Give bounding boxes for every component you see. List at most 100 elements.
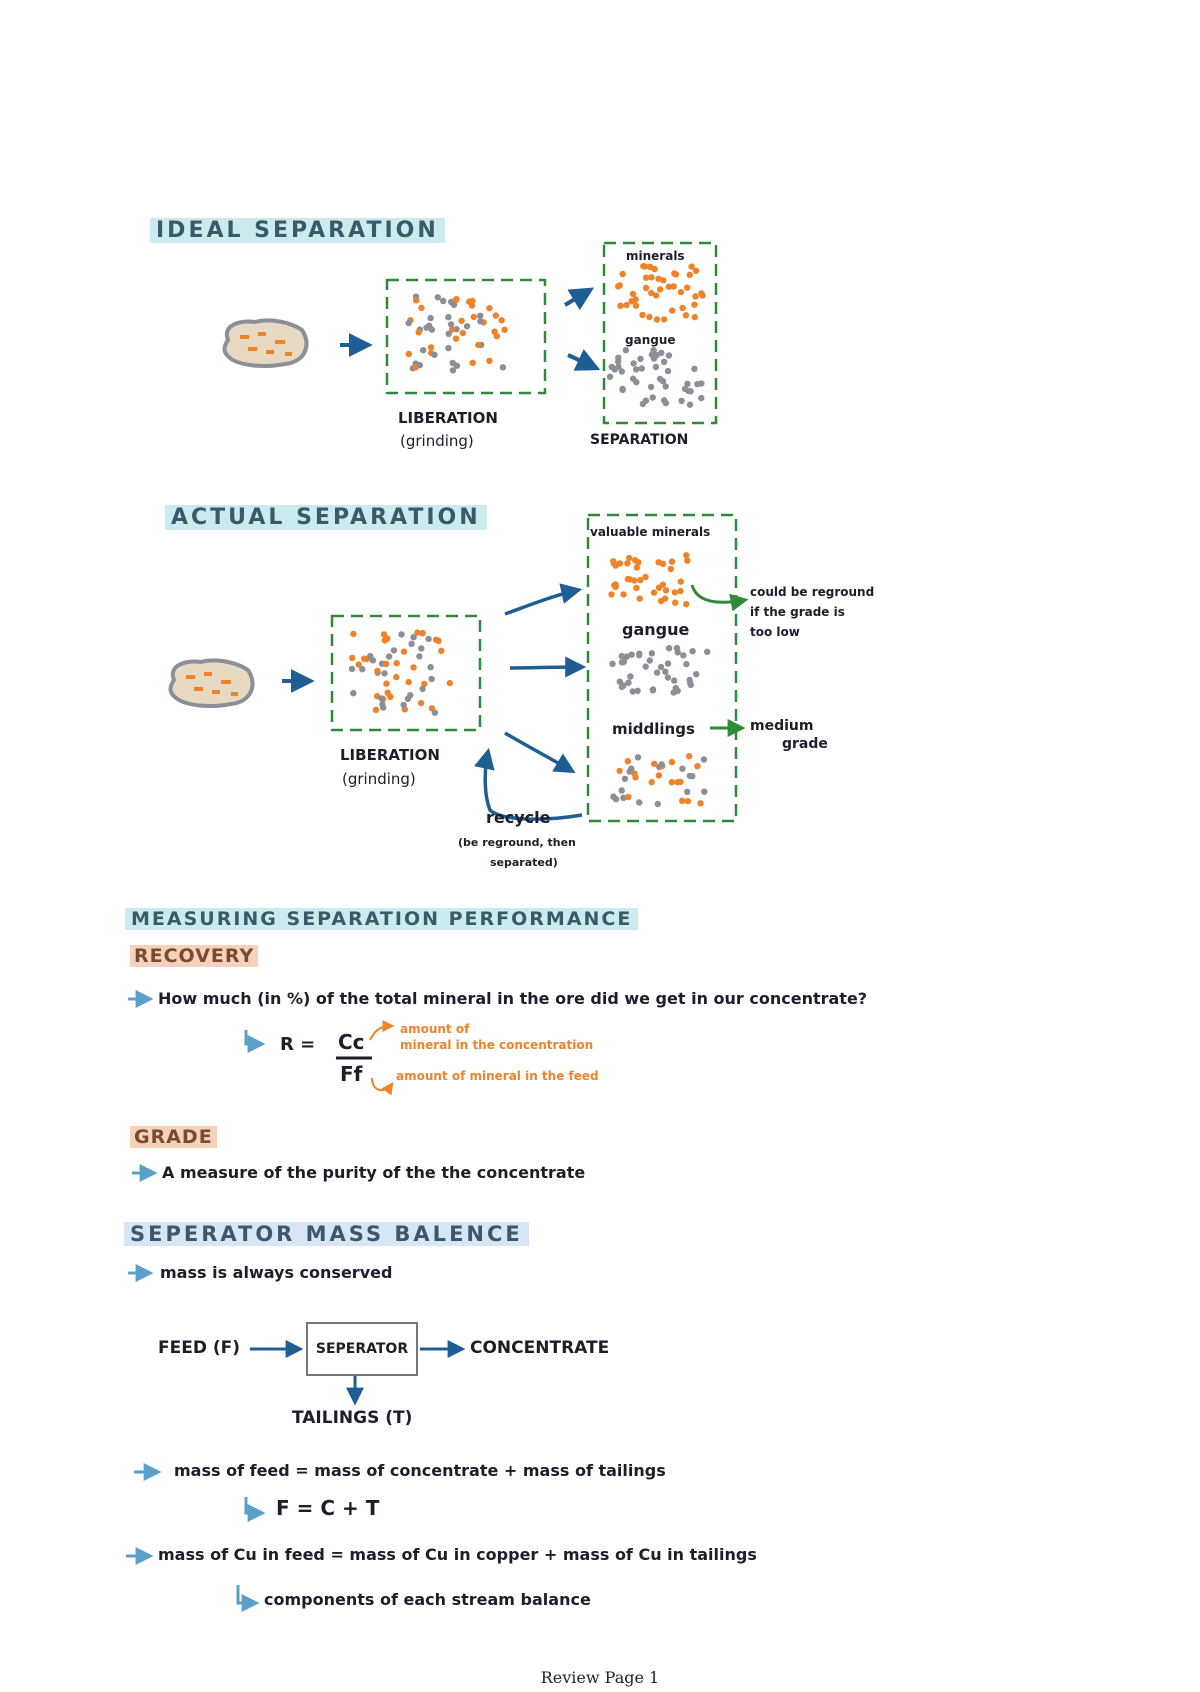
- particle: [393, 660, 400, 667]
- particle: [405, 319, 412, 327]
- particle: [667, 565, 675, 573]
- particle: [609, 660, 616, 667]
- flow-separator-box: SEPERATOR: [306, 1322, 418, 1376]
- particle: [624, 575, 631, 583]
- particle: [459, 329, 467, 337]
- balance-line-conserved: mass is always conserved: [160, 1263, 393, 1282]
- particle: [682, 312, 690, 319]
- separation-box-ideal: [602, 241, 718, 425]
- particle: [475, 341, 482, 349]
- particle: [642, 284, 650, 292]
- particle: [677, 288, 685, 296]
- particle: [445, 314, 452, 321]
- particle: [680, 652, 687, 659]
- particle: [416, 653, 423, 660]
- label-liberation-ideal: LIBERATION: [398, 409, 498, 427]
- arrow-to-gangue: [567, 349, 601, 371]
- particle: [390, 647, 398, 654]
- note-medium: medium: [750, 718, 814, 734]
- particle: [693, 671, 700, 678]
- note-numerator-1: amount of: [400, 1022, 470, 1036]
- particle: [398, 631, 405, 638]
- particle: [632, 557, 639, 564]
- label-minerals: minerals: [626, 249, 685, 263]
- arrow-to-middlings: [504, 731, 576, 774]
- particle: [382, 660, 390, 667]
- particle: [668, 779, 676, 786]
- particle: [650, 589, 658, 596]
- particle: [416, 361, 423, 369]
- particles-gangue-ideal: [606, 347, 705, 408]
- particle: [658, 761, 665, 768]
- subarrow-formula: [244, 1030, 266, 1053]
- particle: [608, 591, 615, 598]
- particle: [692, 267, 700, 274]
- particle: [369, 657, 377, 664]
- particle: [665, 283, 673, 290]
- note-arrow-denominator: [371, 1077, 394, 1096]
- particle: [417, 699, 425, 707]
- particle: [612, 562, 619, 569]
- particle: [449, 326, 456, 333]
- particle: [618, 787, 625, 794]
- section-title-balance: SEPERATOR MASS BALENCE: [124, 1222, 529, 1246]
- particle: [385, 653, 393, 660]
- particle: [469, 359, 476, 366]
- note-grade: grade: [782, 736, 828, 752]
- particle: [697, 800, 704, 807]
- particle: [672, 271, 680, 278]
- particle: [649, 687, 657, 694]
- particle: [348, 665, 356, 673]
- particle: [689, 772, 696, 780]
- particle: [639, 311, 646, 319]
- liberation-box-ideal: [385, 278, 547, 395]
- particle: [636, 595, 643, 602]
- particle: [355, 661, 362, 668]
- particle: [493, 333, 500, 340]
- particle: [631, 577, 638, 584]
- particle: [674, 687, 681, 694]
- particle: [641, 263, 648, 270]
- particle: [701, 788, 708, 795]
- balance-formula: F = C + T: [276, 1496, 380, 1520]
- particle: [691, 313, 698, 321]
- particle: [661, 397, 668, 404]
- particle: [634, 687, 641, 694]
- subarrow-fct: [244, 1497, 266, 1522]
- particle: [404, 695, 412, 702]
- particle: [350, 630, 357, 638]
- flow-feed: FEED (F): [158, 1338, 241, 1358]
- particle: [657, 286, 664, 293]
- particle: [657, 597, 665, 605]
- particle: [498, 317, 505, 324]
- particle: [649, 394, 656, 401]
- note-arrow-numerator: [369, 1020, 395, 1041]
- balance-line-mass-feed: mass of feed = mass of concentrate + mas…: [174, 1461, 666, 1480]
- particle: [381, 670, 388, 677]
- particle: [653, 351, 660, 359]
- particle: [687, 388, 694, 395]
- particle: [656, 375, 664, 383]
- label-valuable-minerals: valuable minerals: [590, 525, 711, 539]
- particle: [665, 352, 673, 359]
- particle: [684, 380, 691, 387]
- particle: [405, 350, 412, 358]
- particle: [387, 693, 394, 700]
- particle: [418, 645, 425, 652]
- particle: [629, 375, 637, 382]
- particle: [655, 584, 663, 591]
- label-grinding-actual: (grinding): [342, 770, 416, 788]
- particle: [450, 301, 458, 308]
- ore-rock-ideal: [222, 318, 309, 368]
- particle: [673, 644, 681, 652]
- particle: [486, 305, 493, 312]
- formula-lhs: R =: [280, 1034, 316, 1055]
- particle: [466, 298, 473, 305]
- particle: [463, 323, 471, 330]
- particle: [628, 651, 635, 658]
- heading-grade: GRADE: [130, 1126, 217, 1148]
- particle: [689, 648, 696, 655]
- particle: [655, 559, 662, 566]
- particle: [642, 663, 649, 670]
- particle: [698, 290, 705, 297]
